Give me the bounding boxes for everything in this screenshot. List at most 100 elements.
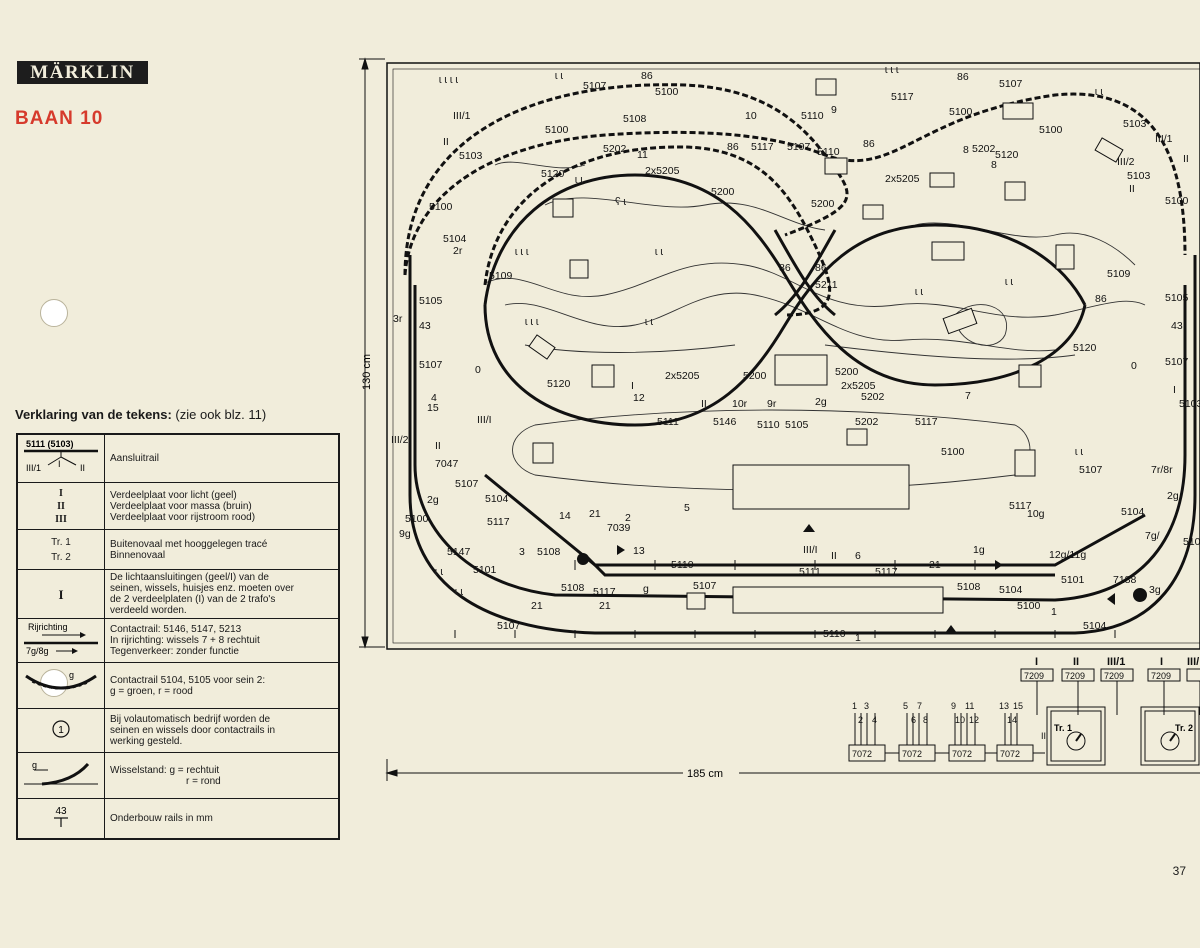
svg-text:5117: 5117 (751, 141, 774, 153)
connector-sub-label: I (58, 459, 61, 469)
svg-text:5117: 5117 (915, 416, 938, 428)
svg-text:III/I: III/I (803, 544, 818, 556)
board-outline (386, 62, 1200, 650)
figure8-crossing (773, 229, 837, 317)
transformer-label: Tr. 2 (1175, 723, 1193, 733)
svg-text:9g: 9g (399, 528, 411, 540)
legend-symbol-curved-contact: g (16, 662, 105, 709)
svg-text:ʕ ɩ: ʕ ɩ (615, 196, 627, 208)
svg-text:ɩ ɩ: ɩ ɩ (1095, 86, 1104, 98)
track-layout-diagram: 130 cm 185 cm (359, 57, 1200, 781)
connector-label: 5111 (5103) (26, 439, 74, 449)
svg-text:5108: 5108 (561, 582, 585, 594)
svg-text:2x5205: 2x5205 (665, 370, 700, 382)
svg-text:5111: 5111 (657, 416, 679, 428)
direction-label: Rijrichting (28, 622, 68, 632)
svg-text:21: 21 (589, 508, 601, 520)
legend-symbol-circle-number: 1 (16, 708, 105, 753)
svg-text:14: 14 (1007, 715, 1017, 725)
svg-text:5110: 5110 (823, 628, 846, 640)
svg-text:86: 86 (641, 70, 653, 82)
svg-text:g: g (643, 583, 649, 595)
distributor-label: I (1035, 656, 1038, 668)
svg-text:2x5205: 2x5205 (885, 173, 920, 185)
outer-track-tr1 (403, 83, 1187, 317)
power-panel: I II III/1 I III/ 7209 7209 7209 7209 (848, 656, 1200, 766)
svg-text:5104: 5104 (443, 233, 467, 245)
svg-text:5200: 5200 (835, 366, 859, 378)
svg-text:5: 5 (903, 701, 908, 711)
svg-text:7039: 7039 (607, 522, 631, 534)
svg-text:12: 12 (969, 715, 979, 725)
svg-text:5107: 5107 (455, 478, 479, 490)
svg-text:III/1: III/1 (453, 110, 471, 122)
svg-text:86: 86 (815, 262, 827, 274)
legend-row: 43 Onderbouw rails in mm (16, 798, 340, 839)
svg-text:21: 21 (531, 600, 543, 612)
svg-text:5107: 5107 (787, 141, 811, 153)
svg-text:2x5205: 2x5205 (841, 380, 876, 392)
connector-sub-label: II (80, 463, 85, 473)
svg-text:ɩ ɩ: ɩ ɩ (435, 566, 444, 578)
switch-label: g (32, 760, 37, 770)
svg-text:15: 15 (427, 402, 439, 414)
svg-text:5147: 5147 (447, 546, 471, 558)
svg-text:5117: 5117 (891, 91, 914, 103)
svg-text:5146: 5146 (713, 416, 737, 428)
page-number: 37 (1172, 864, 1186, 878)
svg-text:5100: 5100 (655, 86, 679, 98)
svg-text:7r/8r: 7r/8r (1151, 464, 1173, 476)
svg-text:5105: 5105 (1165, 292, 1189, 304)
svg-text:5104: 5104 (1121, 506, 1145, 518)
legend-symbol-support: 43 (16, 798, 105, 839)
svg-text:5202: 5202 (972, 143, 996, 155)
svg-text:ɩ ɩ ɩ ɩ: ɩ ɩ ɩ ɩ (439, 74, 459, 86)
svg-text:5111: 5111 (799, 566, 821, 578)
svg-text:ɩ ɩ: ɩ ɩ (455, 586, 464, 598)
svg-text:5105: 5105 (785, 419, 809, 431)
svg-text:13: 13 (633, 545, 645, 557)
svg-text:86: 86 (779, 262, 791, 274)
svg-text:III/1: III/1 (1155, 133, 1173, 145)
punch-hole-top (40, 299, 68, 327)
svg-text:5101: 5101 (473, 564, 497, 576)
svg-text:5103: 5103 (1127, 170, 1151, 182)
svg-text:21: 21 (929, 559, 941, 571)
svg-text:ɩ ɩ: ɩ ɩ (645, 316, 654, 328)
distributor-label: II (1073, 656, 1079, 668)
svg-text:7188: 7188 (1113, 574, 1137, 586)
svg-text:5100: 5100 (545, 124, 569, 136)
svg-text:5100: 5100 (941, 446, 965, 458)
svg-text:5117: 5117 (593, 586, 616, 598)
svg-text:9: 9 (831, 104, 837, 116)
svg-text:2g: 2g (815, 396, 827, 408)
svg-text:9: 9 (951, 701, 956, 711)
legend-symbol-connector: 5111 (5103) III/1 I II (16, 433, 105, 483)
svg-text:6: 6 (911, 715, 916, 725)
circle-number: 1 (58, 725, 64, 736)
svg-text:1g: 1g (973, 544, 985, 556)
svg-text:5108: 5108 (623, 113, 647, 125)
svg-text:11: 11 (637, 149, 648, 161)
distributor-label: I (1160, 656, 1163, 668)
svg-text:5104: 5104 (1083, 620, 1107, 632)
svg-text:5200: 5200 (811, 198, 835, 210)
svg-text:5211: 5211 (815, 279, 838, 291)
svg-text:3: 3 (864, 701, 869, 711)
svg-text:4: 4 (431, 392, 437, 404)
legend-row: 5111 (5103) III/1 I II Aansluitrail (16, 433, 340, 483)
svg-text:5101: 5101 (1061, 574, 1085, 586)
distributor-label: III/ (1187, 656, 1199, 668)
svg-text:2g: 2g (1167, 490, 1179, 502)
legend-text: Onderbouw rails in mm (104, 798, 340, 839)
svg-text:5: 5 (684, 502, 690, 514)
svg-text:2: 2 (625, 512, 631, 524)
svg-text:86: 86 (727, 141, 739, 153)
svg-text:5105: 5105 (419, 295, 443, 307)
